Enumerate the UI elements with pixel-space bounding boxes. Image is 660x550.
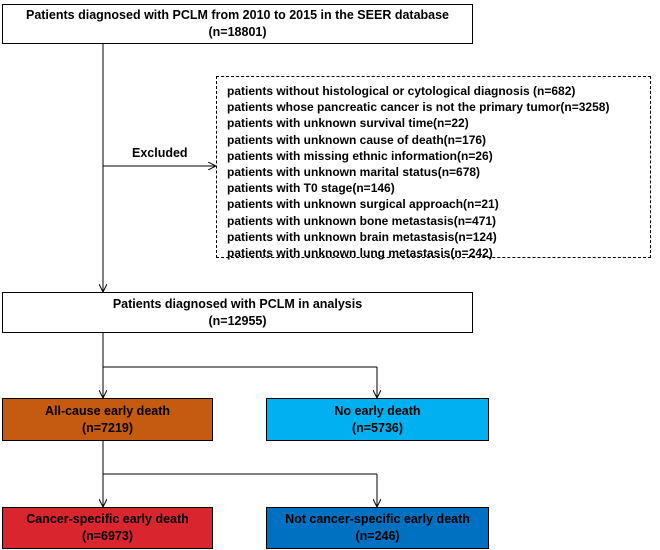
no-early-count: (n=5736) (351, 420, 404, 435)
top-box-count: (n=18801) (208, 25, 267, 39)
top-box-title: Patients diagnosed with PCLM from 2010 t… (25, 8, 450, 22)
all-cause-title: All-cause early death (44, 403, 171, 418)
exclusion-item: patients with unknown marital status(n=6… (227, 165, 481, 180)
exclusion-item: patients without histological or cytolog… (227, 84, 576, 98)
all-cause-count: (n=7219) (81, 420, 134, 435)
cancer-specific-count: (n=6973) (81, 529, 134, 543)
analysis-box-title: Patients diagnosed with PCLM in analysis (112, 296, 363, 311)
analysis-box: Patients diagnosed with PCLM in analysis… (2, 292, 473, 333)
no-early-title: No early death (334, 403, 421, 418)
exclusion-item: patients with T0 stage(n=146) (227, 181, 395, 196)
not-cancer-specific-title: Not cancer-specific early death (285, 512, 470, 526)
exclusion-item: patients with unknown cause of death(n=1… (227, 132, 487, 147)
exclusion-item: patients with unknown brain metastasis(n… (227, 229, 497, 244)
top-box: Patients diagnosed with PCLM from 2010 t… (2, 4, 473, 44)
cancer-specific-title: Cancer-specific early death (26, 512, 189, 526)
exclusion-item: patients whose pancreatic cancer is not … (227, 100, 610, 115)
exclusion-item: patients with unknown lung metastasis(n=… (227, 246, 493, 261)
exclusion-item: patients with missing ethnic information… (227, 148, 493, 163)
exclusion-criteria-box: patients without histological or cytolog… (216, 76, 651, 261)
all-cause-early-death-box: All-cause early death (n=7219) (2, 398, 213, 441)
exclusion-item: patients with unknown surgical approach(… (227, 197, 499, 212)
analysis-box-count: (n=12955) (208, 313, 267, 328)
not-cancer-specific-early-death-box: Not cancer-specific early death (n=246) (266, 507, 489, 549)
exclusion-item: patients with unknown survival time(n=22… (227, 116, 469, 131)
no-early-death-box: No early death (n=5736) (266, 398, 489, 441)
cancer-specific-early-death-box: Cancer-specific early death (n=6973) (2, 507, 213, 549)
exclusion-item: patients with unknown bone metastasis(n=… (227, 213, 497, 228)
not-cancer-specific-count: (n=246) (355, 529, 400, 543)
excluded-label: Excluded (132, 146, 188, 160)
